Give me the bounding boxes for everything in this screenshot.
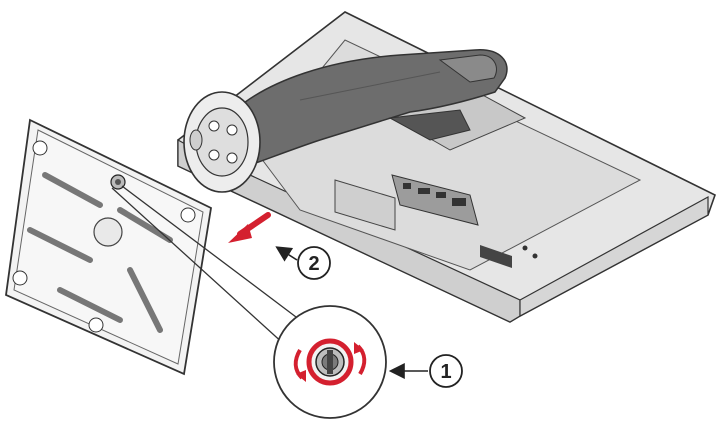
step-number-label: 1 <box>440 361 451 383</box>
base-plate <box>5 118 212 376</box>
port-icon <box>452 198 466 206</box>
screw-magnifier <box>273 305 387 419</box>
port-icon <box>418 188 430 194</box>
step-2-marker: 2 <box>275 246 331 280</box>
screw-slot <box>327 350 333 374</box>
stand-neck <box>234 49 508 166</box>
port-icon <box>436 192 446 198</box>
vent-grille <box>480 245 512 268</box>
step-number-label: 2 <box>308 253 319 275</box>
magnifier-callout-lines <box>111 185 301 346</box>
port-icon <box>403 183 411 189</box>
remove-direction-arrow-icon <box>228 212 271 243</box>
stand-base-disc <box>183 91 261 193</box>
step-1-marker: 1 <box>388 354 463 388</box>
